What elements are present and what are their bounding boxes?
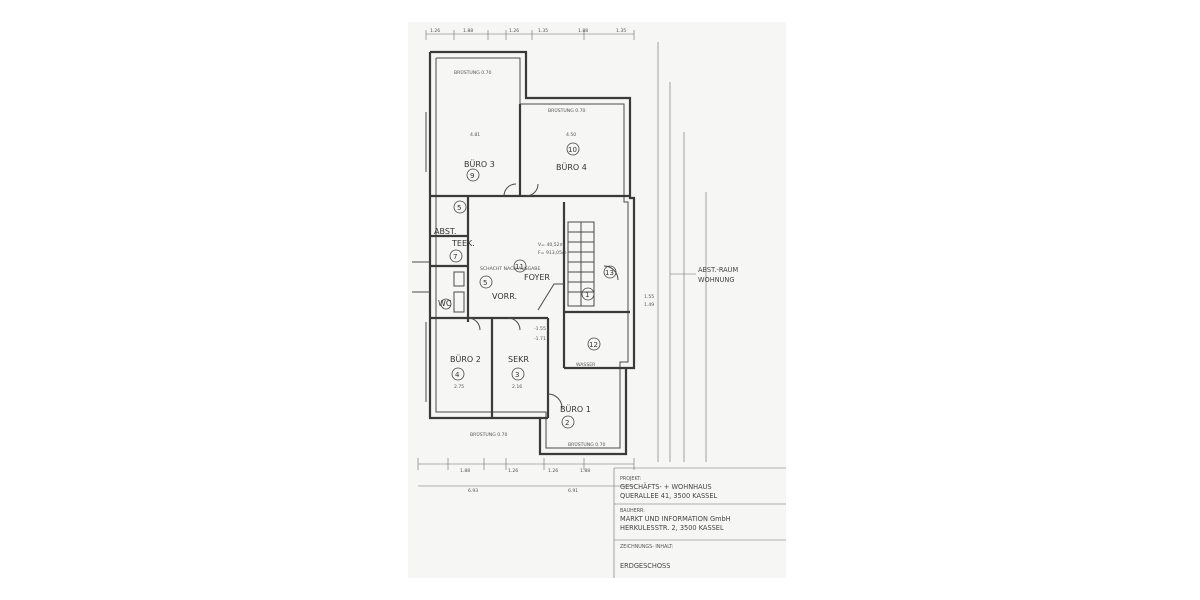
- room-number-5: 5: [483, 279, 487, 287]
- drawing-sheet: 1.26 1.88 1.26 1.35 1.88 1.35: [408, 22, 786, 578]
- bauherr-line-2: HERKULESSTR. 2, 3500 KASSEL: [620, 524, 724, 532]
- room-name-teek: TEEK.: [451, 239, 475, 248]
- room-name-buero-2: BÜRO 2: [450, 354, 481, 364]
- room-name-buero-1: BÜRO 1: [560, 404, 591, 414]
- room-number-2: 2: [565, 419, 569, 427]
- room-marker-3: [511, 367, 525, 381]
- abst-raum-label: ABST.-RAUM: [698, 266, 738, 274]
- room-marker-12: [587, 337, 601, 351]
- dim-bottom-3: 1.26: [548, 468, 558, 474]
- dim-top-1: 1.26: [430, 28, 440, 34]
- room-name-sekr: SEKR: [508, 355, 529, 364]
- room-marker-4: [451, 367, 465, 381]
- level-3: 1.55: [644, 294, 654, 300]
- room-number-12: 12: [589, 341, 598, 349]
- room-name-foyer: FOYER: [524, 273, 550, 282]
- room-number-3: 3: [515, 371, 519, 379]
- dim-top-6: 1.35: [616, 28, 626, 34]
- bauherr-label: BAUHERR:: [620, 508, 645, 514]
- room-name-buero-4: BÜRO 4: [556, 162, 587, 172]
- zeichnung-value: ERDGESCHOSS: [620, 562, 670, 570]
- room-marker-2: [561, 415, 575, 429]
- room-marker-7: [449, 249, 463, 263]
- room-number-10: 10: [568, 146, 577, 154]
- right-dimension-lines: [657, 42, 707, 462]
- bruestung-bottom-2: BRÜSTUNG 0.70: [568, 441, 606, 448]
- level-1: -1.55: [534, 326, 546, 332]
- schacht-label: SCHACHT NACH AUSGABE: [480, 266, 540, 272]
- room-number-1: 1: [585, 291, 589, 299]
- room-number-9: 9: [470, 172, 474, 180]
- level-4: 1.49: [644, 302, 654, 308]
- zeichnung-label: ZEICHNUNGS- INHALT:: [620, 544, 674, 550]
- dim-bottom-2: 1.26: [508, 468, 518, 474]
- bruestung-top: BRÜSTUNG 0.70: [454, 69, 492, 76]
- door-swings: [467, 183, 619, 409]
- dim-total: 6.93: [468, 488, 478, 494]
- room-marker-9: [466, 168, 480, 182]
- dim-top-5: 1.88: [578, 28, 588, 34]
- dim-bottom-1: 1.88: [460, 468, 470, 474]
- projekt-line-1: GESCHÄFTS- + WOHNHAUS: [620, 482, 712, 491]
- room-number-7: 7: [453, 253, 457, 261]
- room-marker-5: [479, 275, 493, 289]
- room-marker-10: [566, 142, 580, 156]
- sanitary-fixtures: [440, 271, 465, 313]
- room-marker-13: [603, 265, 617, 279]
- dim-bottom-4: 1.88: [580, 468, 590, 474]
- room-number-13: 13: [605, 269, 614, 277]
- title-block: PROJEKT: GESCHÄFTS- + WOHNHAUS QUERALLEE…: [613, 467, 786, 578]
- room-name-wc: WC: [438, 299, 452, 308]
- staircase: [537, 221, 595, 311]
- dim-top-2: 1.88: [463, 28, 473, 34]
- dim-top-3: 1.26: [509, 28, 519, 34]
- windows: [412, 112, 430, 402]
- room-area-buero-4: 4.50: [566, 132, 576, 138]
- wasser-label: WASSER: [576, 362, 596, 368]
- room-area-buero-2: 2.75: [454, 384, 464, 390]
- projekt-line-2: QUERALLEE 41, 3500 KASSEL: [620, 492, 717, 500]
- v-value: V= 40,52m: [538, 242, 565, 248]
- bauherr-line-1: MARKT UND INFORMATION GmbH: [620, 515, 731, 523]
- room-marker-8: [453, 200, 467, 214]
- room-name-abst: ABST.: [434, 227, 456, 236]
- room-marker-11: [513, 259, 527, 273]
- outer-walls: [428, 50, 636, 456]
- level-2: -1.71: [534, 336, 546, 342]
- annotations: BRÜSTUNG 0.70 BRÜSTUNG 0.70 BRÜSTUNG 0.7…: [454, 69, 738, 448]
- room-number-4: 4: [455, 371, 460, 379]
- room-labels: 4.81 BÜRO 3 9 4.50 10 BÜRO 4 5 ABST. TEE…: [434, 132, 614, 427]
- room-name-buero-3: BÜRO 3: [464, 159, 495, 169]
- bruestung-top-2: BRÜSTUNG 0.70: [548, 107, 586, 114]
- floor-plan: 1.26 1.88 1.26 1.35 1.88 1.35: [412, 28, 786, 578]
- f-value: F= 913,05m: [538, 250, 567, 256]
- bruestung-bottom: BRÜSTUNG 0.70: [470, 431, 508, 438]
- top-dimension-chain: 1.26 1.88 1.26 1.35 1.88 1.35: [425, 28, 635, 40]
- dim-top-4: 1.35: [538, 28, 548, 34]
- room-number-11: 11: [515, 263, 524, 271]
- room-area-buero-3: 4.81: [470, 132, 480, 138]
- room-number-8: 5: [457, 204, 461, 212]
- interior-walls: [430, 104, 630, 420]
- projekt-label: PROJEKT:: [620, 476, 642, 482]
- room-marker-1: [581, 287, 595, 301]
- room-markers: [449, 142, 617, 429]
- bottom-dimension-chain: 1.88 1.26 1.26 1.88 6.93 6.91: [417, 458, 635, 494]
- room-area-sekr: 2.16: [512, 384, 522, 390]
- wohnung-label: WOHNUNG: [698, 276, 734, 284]
- dim-total-2: 6.91: [568, 488, 578, 494]
- room-name-vorr: VORR.: [492, 292, 517, 301]
